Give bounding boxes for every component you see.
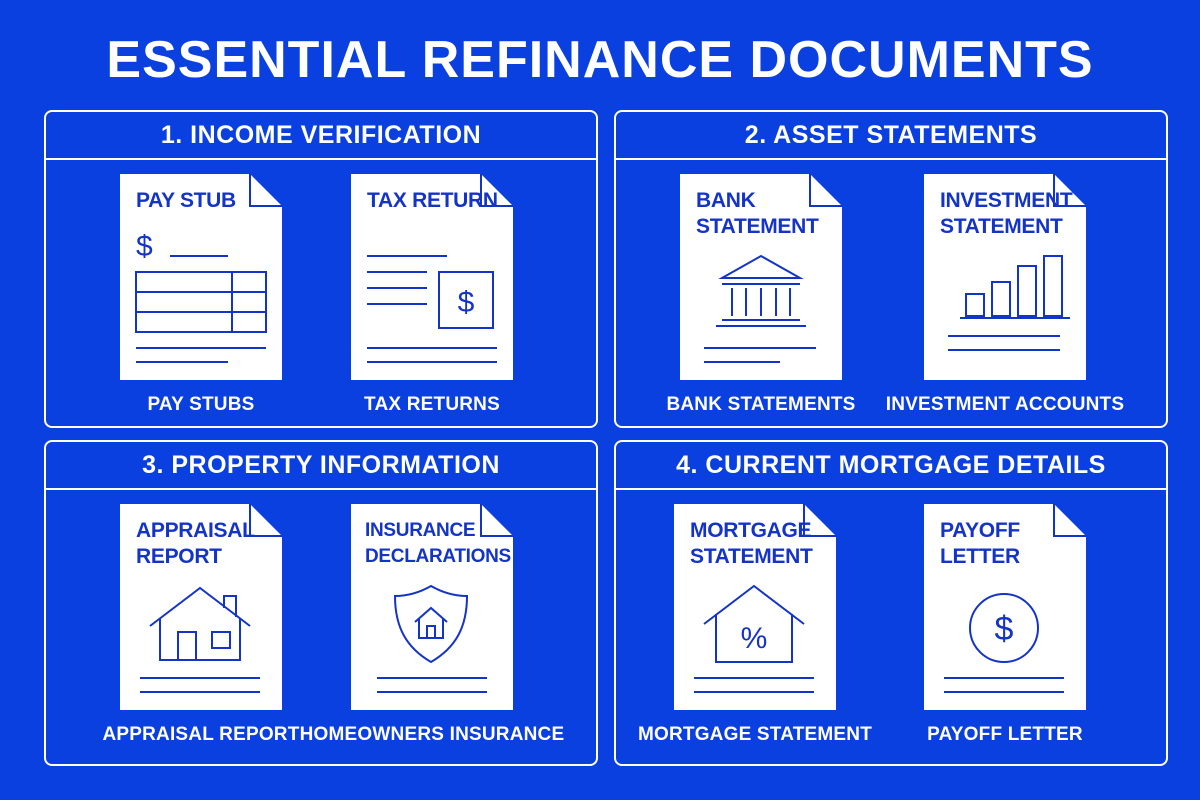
svg-text:%: % <box>741 622 768 655</box>
document-caption: PAYOFF LETTER <box>927 724 1083 745</box>
document-heading: PAY STUB <box>136 189 236 212</box>
svg-text:$: $ <box>458 286 475 319</box>
document-pay-stub[interactable]: PAY STUB $ <box>120 174 282 380</box>
document-investment-statement[interactable]: INVESTMENT STATEMENT <box>924 174 1086 380</box>
dollar-sign: $ <box>136 230 153 263</box>
document-caption: BANK STATEMENTS <box>666 394 856 415</box>
dollar-circle-icon: $ <box>969 593 1039 663</box>
document-mortgage-statement[interactable]: MORTGAGE STATEMENT % <box>674 504 836 710</box>
section-title: 2. ASSET STATEMENTS <box>616 112 1166 160</box>
dollar-box-icon: $ <box>438 271 494 329</box>
section-asset-statements: 2. ASSET STATEMENTS BANK STATEMENT BANK … <box>614 110 1168 428</box>
shield-house-icon <box>393 584 469 664</box>
bank-building-icon <box>716 254 806 327</box>
document-heading: INVESTMENT STATEMENT <box>940 189 1073 238</box>
pay-stub-table-icon <box>135 271 267 333</box>
document-payoff-letter[interactable]: PAYOFF LETTER $ <box>924 504 1086 710</box>
document-heading: PAYOFF LETTER <box>940 519 1020 568</box>
document-insurance-declarations[interactable]: INSURANCE DECLARATIONS <box>351 504 513 710</box>
document-bank-statement[interactable]: BANK STATEMENT <box>680 174 842 380</box>
document-caption: APPRAISAL REPORT <box>102 724 300 745</box>
section-title: 4. CURRENT MORTGAGE DETAILS <box>616 442 1166 490</box>
document-appraisal-report[interactable]: APPRAISAL REPORT <box>120 504 282 710</box>
document-caption: INVESTMENT ACCOUNTS <box>885 394 1125 415</box>
page-title: ESSENTIAL REFINANCE DOCUMENTS <box>106 31 1094 89</box>
document-heading: BANK STATEMENT <box>696 189 819 238</box>
section-income-verification: 1. INCOME VERIFICATION PAY STUB $ PAY ST… <box>44 110 598 428</box>
document-caption: MORTGAGE STATEMENT <box>637 724 873 745</box>
document-tax-return[interactable]: TAX RETURN $ <box>351 174 513 380</box>
section-title: 1. INCOME VERIFICATION <box>46 112 596 160</box>
section-current-mortgage-details: 4. CURRENT MORTGAGE DETAILS MORTGAGE STA… <box>614 440 1168 766</box>
house-icon <box>149 586 251 661</box>
document-caption: TAX RETURNS <box>364 394 500 415</box>
section-property-information: 3. PROPERTY INFORMATION APPRAISAL REPORT… <box>44 440 598 766</box>
bar-chart-icon <box>960 255 1070 319</box>
section-title: 3. PROPERTY INFORMATION <box>46 442 596 490</box>
document-heading: INSURANCE DECLARATIONS <box>365 520 511 567</box>
svg-text:$: $ <box>995 610 1014 648</box>
document-heading: APPRAISAL REPORT <box>136 519 255 568</box>
document-caption: HOMEOWNERS INSURANCE <box>299 724 565 745</box>
document-heading: TAX RETURN <box>367 189 498 212</box>
document-heading: MORTGAGE STATEMENT <box>690 519 813 568</box>
document-caption: PAY STUBS <box>147 394 255 415</box>
house-percent-icon: % <box>703 584 805 663</box>
